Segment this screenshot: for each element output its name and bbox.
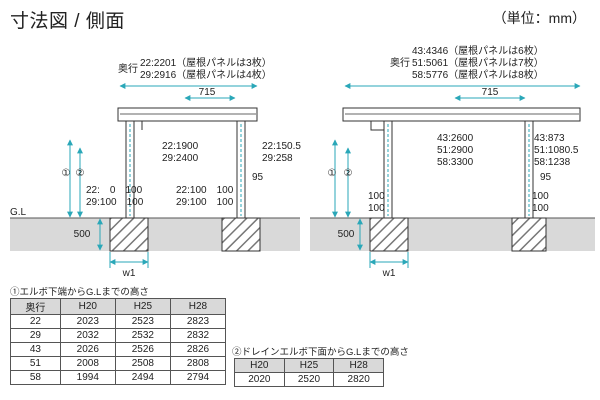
table-cell: 2508 [114, 356, 171, 371]
left-pair-29: 29:100 100 [86, 197, 144, 208]
right-footing [221, 217, 261, 252]
marker-2: ② [344, 168, 353, 179]
right-height-29: 29:258 [262, 153, 293, 164]
marker-1: ① [328, 168, 337, 179]
depth-line-29: 29:2916（屋根パネルは4枚） [140, 68, 272, 81]
col-header: H28 [169, 298, 227, 315]
side-dimension-diagram: 奥行 22:2201（屋根パネルは3枚） 29:2916（屋根パネルは4枚） 7… [10, 44, 595, 279]
offset-right: 95 [540, 172, 552, 183]
table-row: 2020 2520 2820 [234, 372, 384, 387]
right-pair-a: 100 [532, 191, 549, 202]
left-diagram: 奥行 22:2201（屋根パネルは3枚） 29:2916（屋根パネルは4枚） 7… [10, 56, 301, 279]
gutter-elbow [134, 120, 143, 130]
mid-height-22: 22:1900 [162, 141, 199, 152]
gl-label: G.L [10, 207, 27, 218]
marker-1: ① [62, 168, 71, 179]
right-pair-22: 22:100 100 [176, 185, 234, 196]
table-cell: 2808 [169, 356, 227, 371]
col-header: H20 [234, 358, 285, 373]
elbow-height-table: 奥行 H20 H25 H28 22 2023 2523 2823 29 2032… [10, 298, 227, 385]
right-diagram: 奥行 43:4346（屋根パネルは6枚） 51:5061（屋根パネルは7枚） 5… [310, 44, 595, 279]
table-cell: 2494 [114, 370, 171, 385]
table-cell: 2526 [114, 342, 171, 357]
depth-line-22: 22:2201（屋根パネルは3枚） [140, 56, 272, 69]
col-header: H25 [114, 298, 171, 315]
right-height-43: 43:873 [534, 133, 565, 144]
table-cell: 2026 [59, 342, 116, 357]
col-header: H25 [283, 358, 335, 373]
depth-line-51: 51:5061（屋根パネルは7枚） [412, 56, 544, 69]
col-header: H28 [333, 358, 384, 373]
col-header: 奥行 [10, 298, 61, 315]
span-value: 715 [482, 87, 499, 98]
col-header: H20 [59, 298, 116, 315]
unit-label: （単位：mm） [492, 10, 586, 26]
table-cell: 51 [10, 356, 61, 371]
table1-caption: ①エルボ下端からG.Lまでの高さ [10, 287, 149, 298]
right-pair-b: 100 [532, 203, 549, 214]
left-pair-b: 100 [368, 203, 385, 214]
table-cell: 2523 [114, 314, 171, 329]
right-height-51: 51:1080.5 [534, 145, 579, 156]
left-footing [109, 217, 149, 252]
table-row: 51 2008 2508 2808 [10, 356, 227, 371]
right-height-58: 58:1238 [534, 157, 571, 168]
depth-label: 奥行 [118, 62, 138, 75]
left-footing [369, 217, 409, 252]
w1-label: w1 [382, 268, 396, 279]
marker-2: ② [76, 168, 85, 179]
table-cell: 2794 [169, 370, 227, 385]
span-value: 715 [199, 87, 216, 98]
gutter-elbow [370, 121, 384, 131]
table-row: 58 1994 2494 2794 [10, 370, 227, 385]
depth-line-43: 43:4346（屋根パネルは6枚） [412, 44, 544, 57]
table-cell: 58 [10, 370, 61, 385]
left-pair-22: 22: 0 100 [86, 185, 143, 196]
table-cell: 2008 [59, 356, 116, 371]
depth-label: 奥行 [390, 56, 410, 69]
mid-height-58: 58:3300 [437, 157, 474, 168]
table-cell: 2532 [114, 328, 171, 343]
table-row: 22 2023 2523 2823 [10, 314, 227, 329]
table-cell: 2023 [59, 314, 116, 329]
table-row: 29 2032 2532 2832 [10, 328, 227, 343]
right-footing [511, 217, 547, 252]
right-pair-29: 29:100 100 [176, 197, 234, 208]
table-row: 43 2026 2526 2826 [10, 342, 227, 357]
table-cell: 1994 [59, 370, 116, 385]
mid-height-43: 43:2600 [437, 133, 474, 144]
foundation-value: 500 [74, 229, 91, 240]
table-cell: 2832 [169, 328, 227, 343]
page-title: 寸法図 / 側面 [10, 11, 125, 32]
drain-elbow-height-table: H20 H25 H28 2020 2520 2820 [234, 358, 384, 387]
table2-caption: ②ドレインエルボ下面からG.Lまでの高さ [232, 347, 409, 358]
table-cell: 22 [10, 314, 61, 329]
left-pair-a: 100 [368, 191, 385, 202]
foundation-value: 500 [338, 229, 355, 240]
mid-height-51: 51:2900 [437, 145, 474, 156]
right-height-22: 22:150.5 [262, 141, 301, 152]
mid-height-29: 29:2400 [162, 153, 199, 164]
table-cell: 29 [10, 328, 61, 343]
table-cell: 43 [10, 342, 61, 357]
w1-label: w1 [122, 268, 136, 279]
table-cell: 2032 [59, 328, 116, 343]
table-cell: 2820 [333, 372, 384, 387]
offset-right: 95 [252, 172, 264, 183]
table-cell: 2823 [169, 314, 227, 329]
table-cell: 2826 [169, 342, 227, 357]
table-cell: 2520 [283, 372, 335, 387]
depth-line-58: 58:5776（屋根パネルは8枚） [412, 68, 544, 81]
table-cell: 2020 [234, 372, 285, 387]
